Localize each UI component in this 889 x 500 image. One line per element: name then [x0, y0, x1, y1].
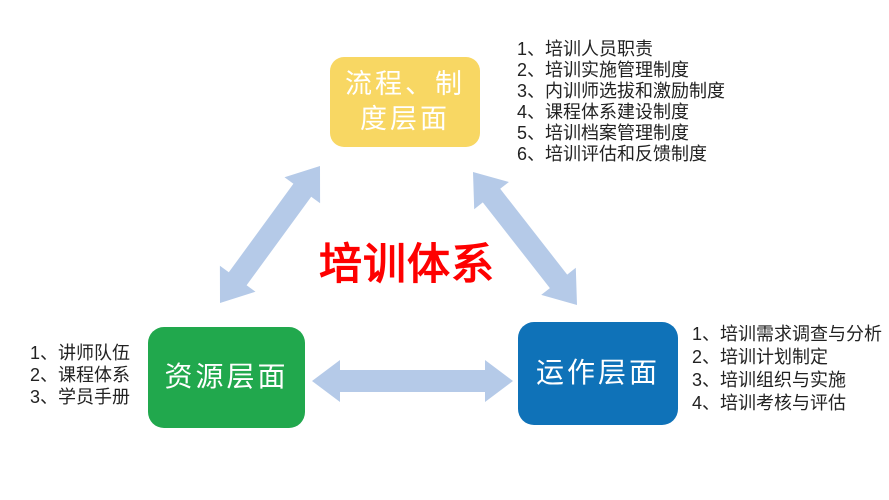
node-resource-level: 资源层面 [148, 327, 305, 428]
node-operation-level: 运作层面 [518, 322, 678, 425]
operation-list: 1、培训需求调查与分析 2、培训计划制定 3、培训组织与实施 4、培训考核与评估 [692, 323, 882, 415]
list-item: 3、内训师选拔和激励制度 [517, 81, 726, 101]
list-item: 4、课程体系建设制度 [517, 102, 690, 122]
node-process-label-line2: 度层面 [360, 104, 450, 134]
process-institution-list: 1、培训人员职责 2、培训实施管理制度 3、内训师选拔和激励制度 4、课程体系建… [517, 39, 725, 165]
node-resource-label: 资源层面 [164, 361, 289, 393]
list-item: 6、培训评估和反馈制度 [517, 144, 708, 164]
node-process-level: 流程、制 度层面 [330, 57, 480, 147]
resource-list: 1、讲师队伍 2、课程体系 3、学员手册 [30, 342, 130, 408]
diagram-title: 培训体系 [319, 241, 495, 289]
list-item: 5、培训档案管理制度 [517, 123, 690, 143]
list-item: 3、培训组织与实施 [692, 370, 847, 390]
list-item: 2、培训计划制定 [692, 347, 829, 367]
arrow-process-resource [219, 166, 321, 303]
list-item: 1、培训人员职责 [517, 39, 654, 59]
list-item: 3、学员手册 [30, 387, 131, 407]
list-item: 1、培训需求调查与分析 [692, 324, 883, 344]
node-process-label-line1: 流程、制 [345, 68, 465, 99]
node-operation-label: 运作层面 [535, 357, 660, 389]
arrow-process-operation [473, 172, 577, 305]
list-item: 4、培训考核与评估 [692, 393, 847, 413]
list-item: 2、培训实施管理制度 [517, 60, 690, 80]
list-item: 1、讲师队伍 [30, 343, 131, 363]
list-item: 2、课程体系 [30, 365, 131, 385]
arrow-resource-operation [312, 360, 513, 402]
